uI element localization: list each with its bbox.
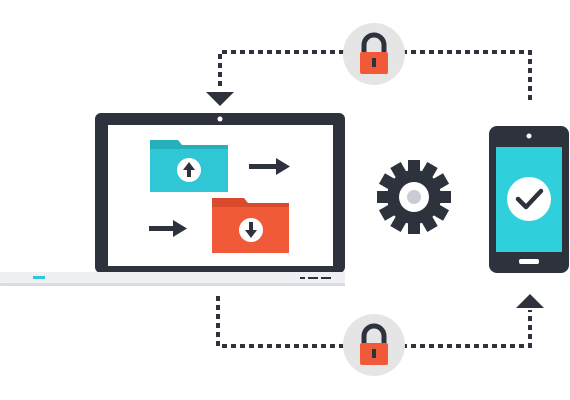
phone-home-button bbox=[519, 259, 539, 264]
top-padlock-badge bbox=[343, 23, 405, 85]
bottom-dotted-line bbox=[216, 296, 532, 348]
laptop-base bbox=[0, 272, 345, 286]
laptop-vents bbox=[300, 277, 331, 279]
padlock-icon bbox=[360, 32, 388, 74]
gear-hub bbox=[407, 190, 421, 204]
arrow-down-small-icon bbox=[245, 222, 257, 238]
arrow-right-icon bbox=[249, 158, 290, 175]
arrow-down-icon bbox=[206, 92, 234, 106]
laptop-indicator bbox=[33, 276, 45, 279]
phone-camera bbox=[526, 133, 532, 139]
download-folder-icon bbox=[212, 198, 289, 253]
arrow-up-small-icon bbox=[183, 162, 195, 177]
checkmark-icon bbox=[507, 177, 551, 221]
bottom-padlock-badge bbox=[343, 314, 405, 376]
arrow-up-icon bbox=[516, 294, 544, 308]
upload-folder-icon bbox=[150, 140, 228, 192]
laptop-camera bbox=[217, 116, 223, 122]
gear-icon bbox=[377, 160, 451, 234]
laptop-icon bbox=[0, 113, 345, 286]
arrow-right-icon bbox=[149, 220, 187, 237]
smartphone-icon bbox=[489, 126, 569, 273]
padlock-icon bbox=[360, 323, 388, 365]
